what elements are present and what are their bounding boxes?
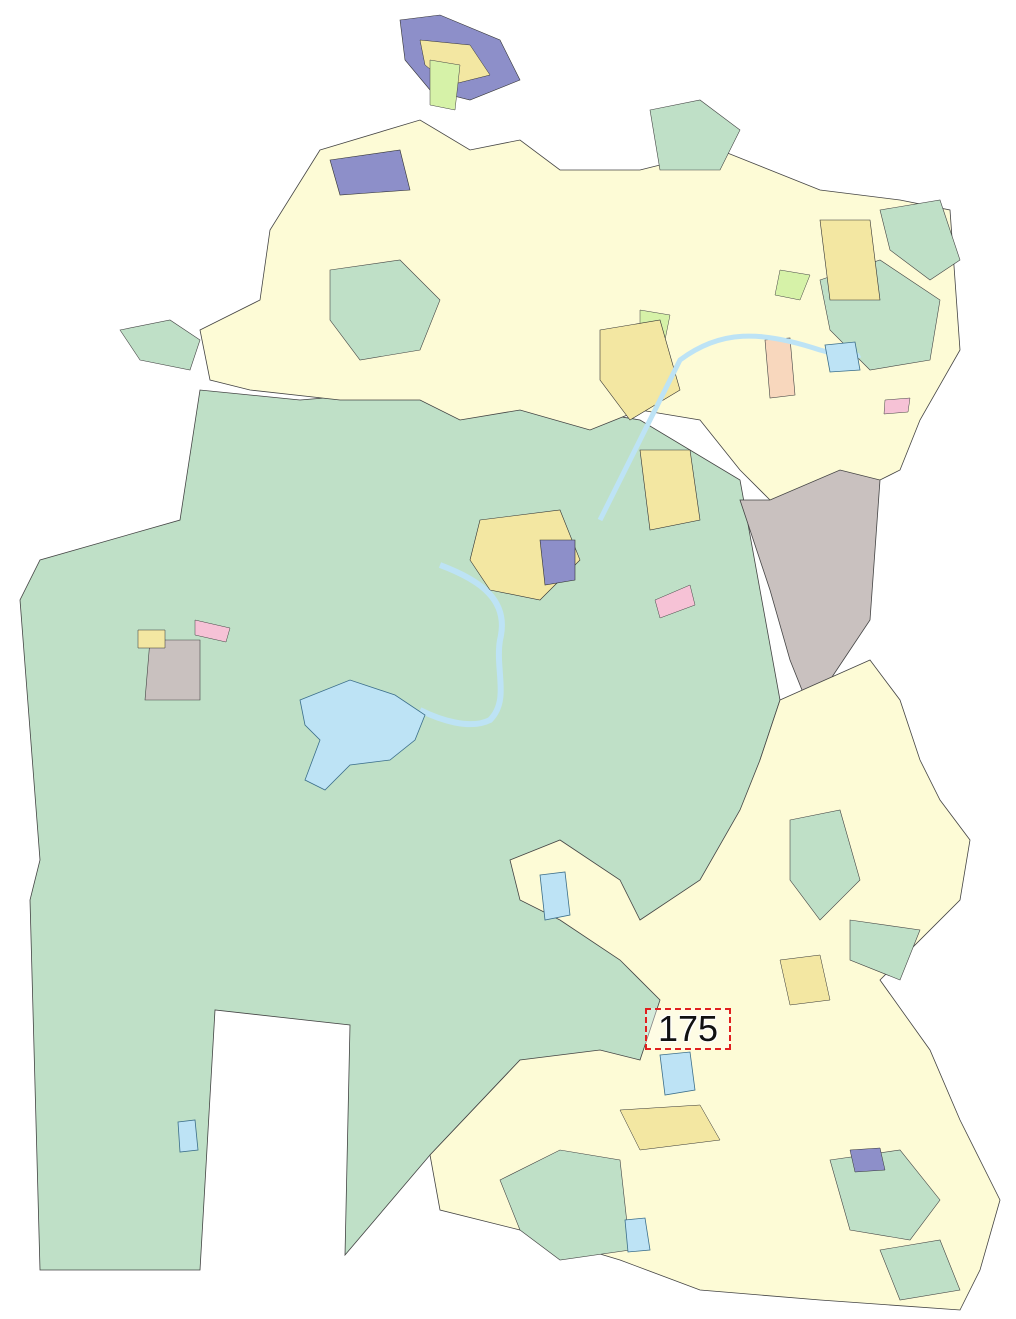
lake-east <box>824 341 861 373</box>
forest-patch <box>789 809 861 921</box>
industrial-plot-west <box>144 639 201 701</box>
forest-patch <box>879 199 961 281</box>
lake-bottom <box>624 1217 651 1253</box>
special-plot <box>654 584 696 619</box>
highlighted-parcel-label[interactable]: 175 <box>645 1008 731 1050</box>
meadow-patch <box>429 59 461 111</box>
lake-southwest <box>177 1119 199 1153</box>
settlement-block <box>329 149 411 196</box>
river <box>418 562 505 728</box>
garden-west <box>137 629 166 649</box>
forest-patch <box>849 919 921 981</box>
special-plot <box>194 619 231 643</box>
industrial-zone <box>739 469 881 711</box>
forest-patch <box>649 99 741 171</box>
forest-patch <box>879 1239 961 1301</box>
meadow-patch <box>774 269 811 301</box>
east-town <box>639 449 701 531</box>
forest-patch <box>329 259 441 361</box>
central-town-block <box>539 539 576 586</box>
lake-central <box>299 679 426 791</box>
south-settlement <box>619 1104 721 1151</box>
special-plot <box>883 397 911 415</box>
lake-175 <box>659 1051 696 1096</box>
parcel-number: 175 <box>657 1008 719 1049</box>
orange-zone <box>764 337 796 399</box>
southeast-settlement <box>779 954 831 1006</box>
east-cluster <box>819 219 881 301</box>
southeast-village <box>849 1147 886 1173</box>
agri-south <box>429 659 1001 1311</box>
forest-patch <box>119 319 201 371</box>
lake-south <box>539 871 571 921</box>
forest-patch <box>829 1149 941 1241</box>
